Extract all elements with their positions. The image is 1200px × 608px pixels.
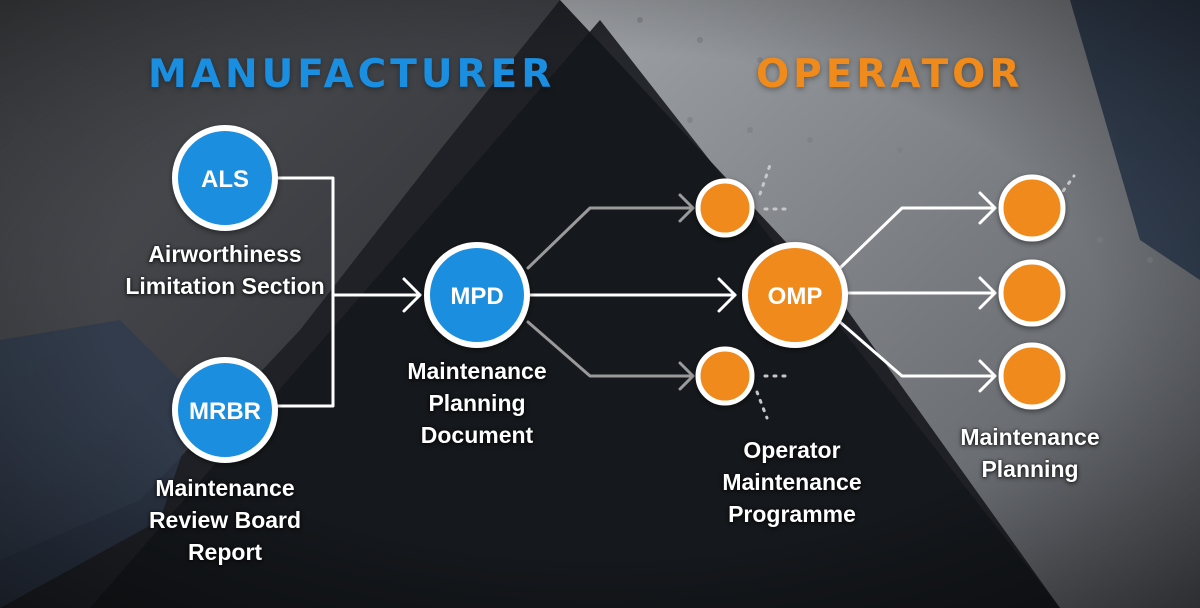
connector-mpd-to-lower [526,320,695,378]
omp-node [742,242,848,348]
arrowhead-icon [678,193,695,223]
arrowhead-icon [978,276,997,310]
omp-label: Operator Maintenance Programme [722,437,862,527]
intermediate-node-lower [695,346,755,406]
arrowhead-icon [978,359,997,393]
connector-als-to-mpd [273,176,335,297]
arrowhead-icon [402,277,422,313]
intermediate-node-upper [695,178,755,238]
mrbr-node [172,357,278,463]
mrbr-label: Maintenance Review Board Report [148,475,302,565]
arrowhead-icon [717,277,737,313]
arrowhead-icon [678,361,695,391]
ellipsis-dots-icon [755,163,1076,420]
maintenance-planning-node-1 [998,174,1066,242]
operator-heading: OPERATOR [756,52,1024,97]
manufacturer-heading: MANUFACTURER [148,52,556,97]
maintenance-planning-label: Maintenance Planning [960,424,1100,482]
omp-abbr: OMP [768,283,823,310]
connector-omp-to-mp3 [838,320,997,378]
als-abbr: ALS [201,166,249,193]
maintenance-planning-node-2 [998,259,1066,327]
mpd-abbr: MPD [450,283,503,310]
maintenance-planning-node-3 [998,342,1066,410]
mrbr-abbr: MRBR [189,398,261,425]
connector-mpd-to-upper [526,206,695,270]
arrowhead-icon [978,191,997,225]
connector-omp-to-mp1 [838,206,997,270]
connector-mrbr-to-mpd [273,293,335,408]
als-label: Airworthiness Limitation Section [125,241,325,299]
mpd-node [424,242,530,348]
mpd-label: Maintenance Planning Document [407,358,547,448]
als-node [172,125,278,231]
